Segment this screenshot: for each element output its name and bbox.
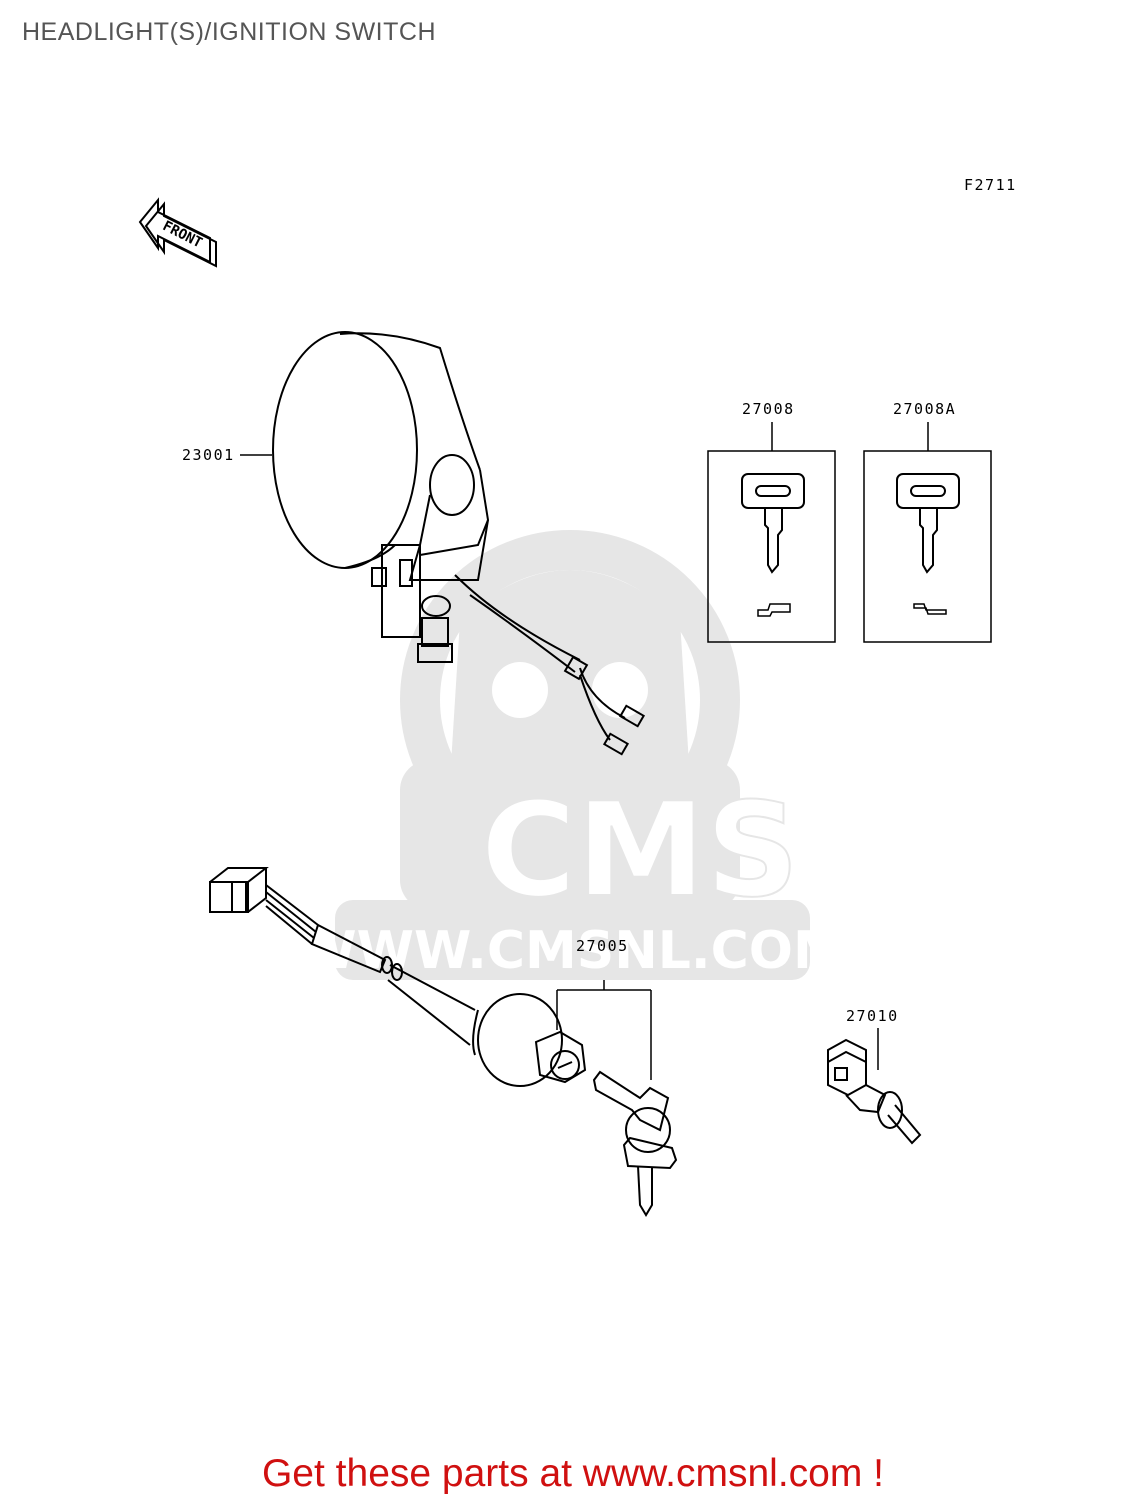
front-direction-arrow: FRONT	[138, 197, 217, 268]
part-ref-27010[interactable]: 27010	[846, 1007, 899, 1025]
svg-text:CMS: CMS	[481, 774, 799, 926]
part-ref-27008A[interactable]: 27008A	[893, 400, 956, 418]
page-title: HEADLIGHT(S)/IGNITION SWITCH	[22, 18, 436, 46]
ignition-switch-27005-drawing	[209, 867, 678, 1217]
key-blank-27008A-drawing	[863, 422, 992, 643]
part-ref-23001[interactable]: 23001	[182, 446, 235, 464]
figure-code: F2711	[964, 176, 1017, 194]
headlight-23001-drawing	[240, 331, 646, 756]
footer-parts-link[interactable]: Get these parts at www.cmsnl.com !	[261, 1452, 885, 1495]
part-ref-27005[interactable]: 27005	[576, 937, 629, 955]
part-ref-27008[interactable]: 27008	[742, 400, 795, 418]
key-blank-27008-drawing	[707, 422, 836, 643]
stop-switch-27010-drawing	[827, 1028, 922, 1145]
svg-text:WWW.CMSNL.COM: WWW.CMSNL.COM	[299, 921, 844, 981]
cms-watermark-logo: CMS WWW.CMSNL.COM	[299, 530, 845, 981]
